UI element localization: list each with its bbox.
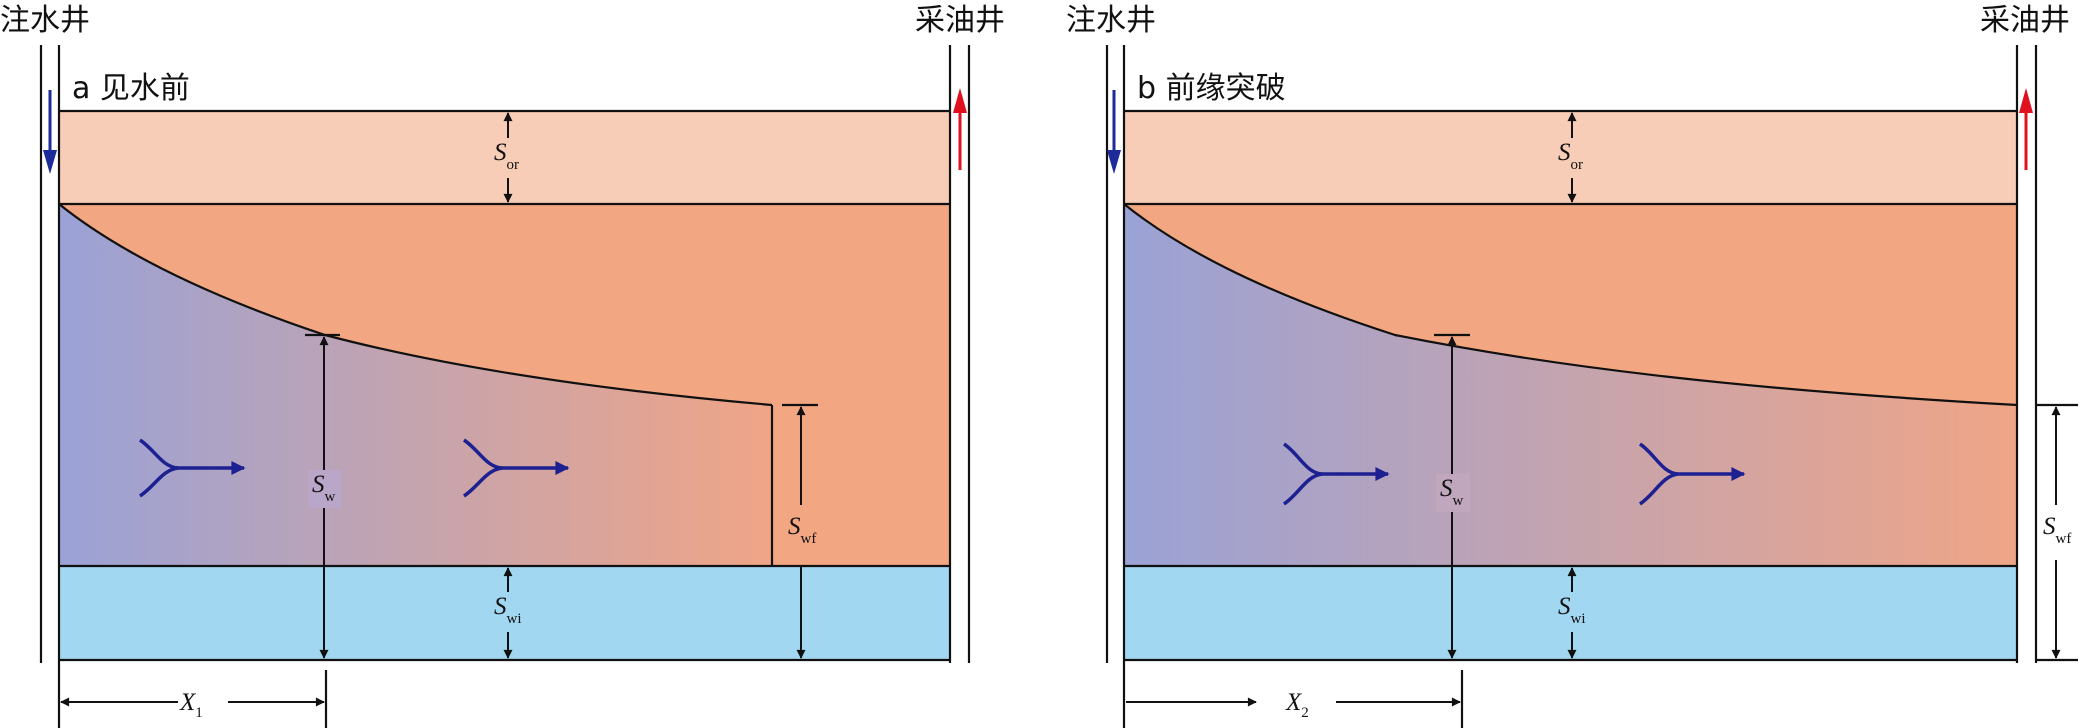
swi-indicator: Swi [1554,567,1592,659]
producer-well-label: 采油井 [915,3,1005,38]
svg-text:Sw: Sw [1440,475,1464,509]
sw-subscript: w [1453,493,1464,509]
sw-symbol: S [1440,475,1453,502]
swi-subscript: wi [1571,611,1586,627]
saturation-front-curve [58,203,773,407]
panel-b: 注水井 采油井 b 前缘突破 Sor Sw Swi Swf [1066,3,2078,728]
flow-arrow-2 [1638,442,1746,506]
svg-text:Sw: Sw [312,471,336,505]
injector-well-label: 注水井 [1066,3,1156,38]
swf-indicator: Swf [782,403,818,659]
svg-text:Swf: Swf [2043,513,2071,547]
injection-arrow [1107,90,1121,174]
svg-text:Swi: Swi [494,593,522,627]
sor-indicator: Sor [1554,112,1590,203]
sw-indicator: Sw [305,333,342,659]
svg-text:Swf: Swf [788,513,816,547]
sor-subscript: or [507,157,520,173]
production-arrow [2019,88,2033,170]
panel-a: 注水井 采油井 a 见水前 Sor Sw Swf Swi [0,3,1005,728]
injection-arrow [43,90,57,174]
swf-indicator: Swf [2036,403,2078,662]
swi-symbol: S [1558,593,1571,620]
svg-text:Sor: Sor [1558,139,1583,173]
water-swept-zone [59,204,772,566]
producer-well-label: 采油井 [1980,3,2070,38]
injector-well-label: 注水井 [0,3,90,38]
flow-arrow-1 [1282,442,1390,506]
sw-indicator: Sw [1434,333,1470,659]
flow-arrow-1 [138,438,246,498]
swf-subscript: wf [2056,531,2072,547]
x1-dimension: X1 [60,670,328,728]
x1-symbol: X [179,689,197,716]
sw-subscript: w [325,489,336,505]
swf-symbol: S [788,513,801,540]
x2-dimension: X2 [1126,670,1464,728]
swf-symbol: S [2043,513,2056,540]
flow-arrow-2 [462,438,570,498]
svg-text:Swi: Swi [1558,593,1586,627]
sor-symbol: S [494,139,507,166]
production-arrow [953,88,967,170]
panel-b-title: b 前缘突破 [1137,71,1286,106]
swi-symbol: S [494,593,507,620]
x2-subscript: 2 [1301,705,1309,721]
swi-subscript: wi [507,611,522,627]
svg-text:Sor: Sor [494,139,519,173]
x2-symbol: X [1285,689,1303,716]
svg-text:X2: X2 [1285,689,1309,721]
sor-indicator: Sor [490,112,526,203]
svg-text:X1: X1 [179,689,203,721]
sor-subscript: or [1571,157,1584,173]
sw-symbol: S [312,471,325,498]
panel-a-title: a 见水前 [72,71,190,106]
swi-indicator: Swi [490,567,528,659]
x1-subscript: 1 [195,705,203,721]
swf-subscript: wf [801,531,817,547]
sor-symbol: S [1558,139,1571,166]
